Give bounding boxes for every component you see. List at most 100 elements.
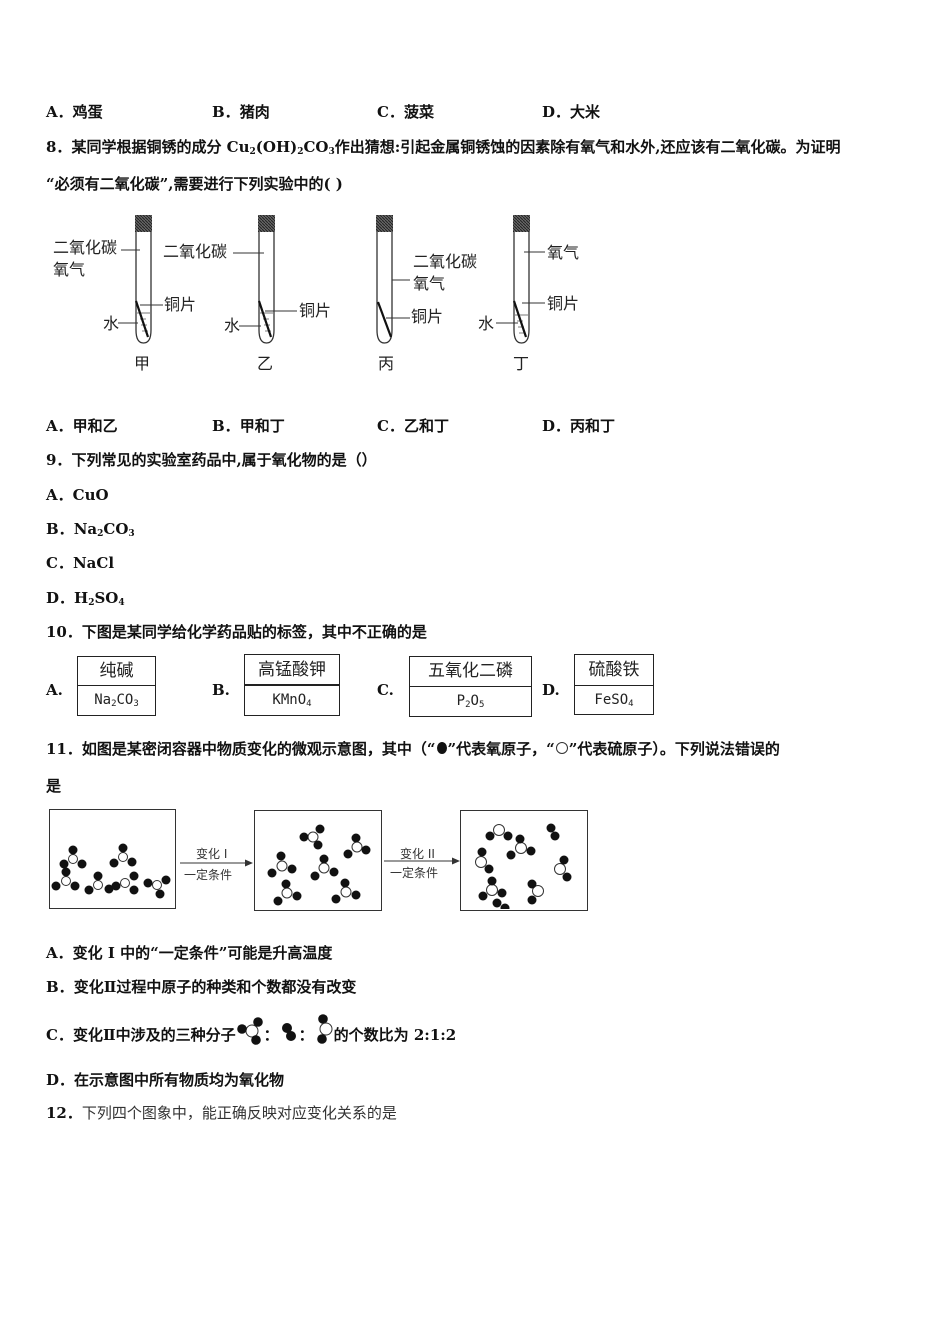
subscript: 5 bbox=[478, 700, 485, 710]
formula-text: CuO bbox=[72, 486, 109, 504]
option-text: 变化Ⅱ过程中原子的种类和个数都没有改变 bbox=[73, 978, 357, 996]
formula-text: Na bbox=[73, 520, 98, 538]
arrow2-label-top: 变化 II bbox=[400, 847, 435, 861]
subscript: 3 bbox=[128, 529, 135, 539]
tube-yi-label-copper: 铜片 bbox=[299, 301, 332, 320]
tube-ding-label-water: 水 bbox=[478, 314, 495, 333]
tube-jia bbox=[118, 215, 163, 344]
oxygen-atom-icon bbox=[436, 742, 447, 754]
option-text: 猪肉 bbox=[239, 103, 270, 121]
tube-bing-label-co2: 二氧化碳 bbox=[413, 252, 478, 271]
label-name: 纯碱 bbox=[78, 657, 155, 686]
subscript: 2 bbox=[111, 699, 117, 709]
reaction-arrow-2: 变化 II 一定条件 bbox=[384, 845, 460, 885]
q8-option-a: A．甲和乙 bbox=[46, 416, 118, 436]
formula-text: SO bbox=[94, 589, 119, 607]
q9-option-d: D．H2SO4 bbox=[46, 588, 125, 613]
subscript: 2 bbox=[297, 147, 304, 157]
q8-option-b: B．甲和丁 bbox=[212, 416, 285, 436]
tube-bing-name: 丙 bbox=[378, 354, 395, 373]
option-text: 变化 I 中的“一定条件”可能是升高温度 bbox=[72, 944, 333, 962]
formula-text: P bbox=[456, 693, 466, 709]
arrow1-label-bottom: 一定条件 bbox=[184, 868, 233, 882]
q10-label-a: 纯碱 Na2CO3 bbox=[77, 656, 156, 716]
q11-option-d: D．在示意图中所有物质均为氧化物 bbox=[46, 1070, 284, 1090]
subscript: 3 bbox=[133, 699, 139, 709]
tube-jia-label-o2: 氧气 bbox=[53, 260, 86, 279]
option-text: 乙和丁 bbox=[403, 417, 449, 435]
option-letter: C． bbox=[377, 103, 404, 121]
question-number: 10． bbox=[46, 623, 82, 641]
option-text: 变化Ⅱ中涉及的三种分子 bbox=[72, 1026, 236, 1044]
arrow2-label-bottom: 一定条件 bbox=[390, 866, 439, 880]
tube-ding-name: 丁 bbox=[513, 354, 530, 373]
q7-option-d: D．大米 bbox=[542, 102, 600, 122]
stem-text: 如图是某密闭容器中物质变化的微观示意图，其中（“ bbox=[81, 740, 436, 758]
label-formula: Na2CO3 bbox=[78, 686, 155, 718]
stem-text: 某同学根据铜锈的成分 Cu bbox=[71, 138, 250, 156]
option-letter: C． bbox=[377, 417, 404, 435]
option-text: 甲和乙 bbox=[72, 417, 118, 435]
formula-text: CO bbox=[116, 692, 134, 708]
option-letter: A． bbox=[46, 486, 73, 504]
q10-label-b: 高锰酸钾 KMnO4 bbox=[244, 654, 340, 716]
label-name: 硫酸铁 bbox=[575, 655, 653, 686]
tube-yi-label-co2: 二氧化碳 bbox=[163, 242, 228, 261]
stem-text: ”代表氧原子，“ bbox=[447, 740, 555, 758]
sulfur-atom-icon bbox=[555, 742, 568, 754]
label-formula: P2O5 bbox=[410, 687, 531, 719]
option-text: 菠菜 bbox=[403, 103, 434, 121]
option-letter: C． bbox=[46, 554, 73, 572]
q8-stem-line2: “必须有二氧化碳”,需要进行下列实验中的( ) bbox=[46, 174, 343, 194]
arrow-right-icon bbox=[384, 857, 460, 865]
question-number: 12． bbox=[46, 1104, 82, 1122]
tube-bing-label-o2: 氧气 bbox=[413, 274, 446, 293]
q9-option-b: B．Na2CO3 bbox=[46, 519, 135, 544]
q10-option-b-letter: B. bbox=[212, 681, 230, 699]
tube-ding-label-o2: 氧气 bbox=[547, 243, 580, 262]
subscript: 2 bbox=[97, 529, 104, 539]
option-letter: D． bbox=[46, 589, 75, 607]
stem-text: 下列常见的实验室药品中,属于氧化物的是（） bbox=[71, 451, 377, 469]
ratio-separator: ： bbox=[263, 1026, 279, 1044]
stem-text: 下图是某同学给化学药品贴的标签，其中不正确的是 bbox=[81, 623, 427, 641]
q8-stem-line1: 8．某同学根据铜锈的成分 Cu2(OH)2CO3作出猜想:引起金属铜锈蚀的因素除… bbox=[46, 137, 841, 162]
subscript: 4 bbox=[118, 598, 125, 608]
diagram-panel-initial bbox=[49, 809, 176, 909]
tube-yi-label-water: 水 bbox=[224, 316, 241, 335]
tube-jia-label-water: 水 bbox=[103, 314, 120, 333]
formula-text: H bbox=[74, 589, 89, 607]
option-text: 甲和丁 bbox=[239, 417, 285, 435]
question-number: 8． bbox=[46, 138, 72, 156]
option-text: 在示意图中所有物质均为氧化物 bbox=[74, 1071, 285, 1089]
formula-text: Na bbox=[94, 692, 112, 708]
subscript: 2 bbox=[465, 700, 471, 710]
q10-label-d: 硫酸铁 FeSO4 bbox=[574, 654, 654, 715]
stem-text: ”代表硫原子）。下列说法错误的 bbox=[568, 740, 780, 758]
question-number: 9． bbox=[46, 451, 72, 469]
formula-text: NaCl bbox=[72, 554, 115, 572]
subscript: 2 bbox=[88, 598, 95, 608]
so3-molecule-icon bbox=[236, 1017, 263, 1045]
option-letter: D． bbox=[542, 417, 571, 435]
test-tube-figure: 二氧化碳 氧气 铜片 水 甲 二氧化碳 铜片 水 乙 二氧化碳 氧气 铜片 丙 … bbox=[40, 205, 600, 385]
option-letter: A． bbox=[46, 103, 73, 121]
option-letter: A． bbox=[46, 944, 73, 962]
label-name: 五氧化二磷 bbox=[410, 657, 531, 687]
q7-option-b: B．猪肉 bbox=[212, 102, 270, 122]
option-text: 丙和丁 bbox=[570, 417, 616, 435]
question-number: 11． bbox=[46, 740, 82, 758]
q10-option-c-letter: C. bbox=[377, 681, 394, 699]
tube-ding bbox=[496, 215, 545, 344]
q11-option-c: C．变化Ⅱ中涉及的三种分子：：的个数比为 2:1:2 bbox=[46, 1014, 456, 1048]
option-letter: B． bbox=[46, 978, 74, 996]
molecules-middle-svg bbox=[267, 824, 371, 906]
stem-text: 是 bbox=[46, 777, 62, 795]
q8-option-c: C．乙和丁 bbox=[377, 416, 449, 436]
tube-bing-label-copper: 铜片 bbox=[411, 307, 444, 326]
q9-stem: 9．下列常见的实验室药品中,属于氧化物的是（） bbox=[46, 450, 377, 470]
formula-text: CO bbox=[103, 520, 129, 538]
o2-molecule-icon bbox=[281, 1023, 296, 1041]
formula-text: O bbox=[470, 693, 479, 709]
tube-jia-label-co2: 二氧化碳 bbox=[53, 238, 118, 257]
